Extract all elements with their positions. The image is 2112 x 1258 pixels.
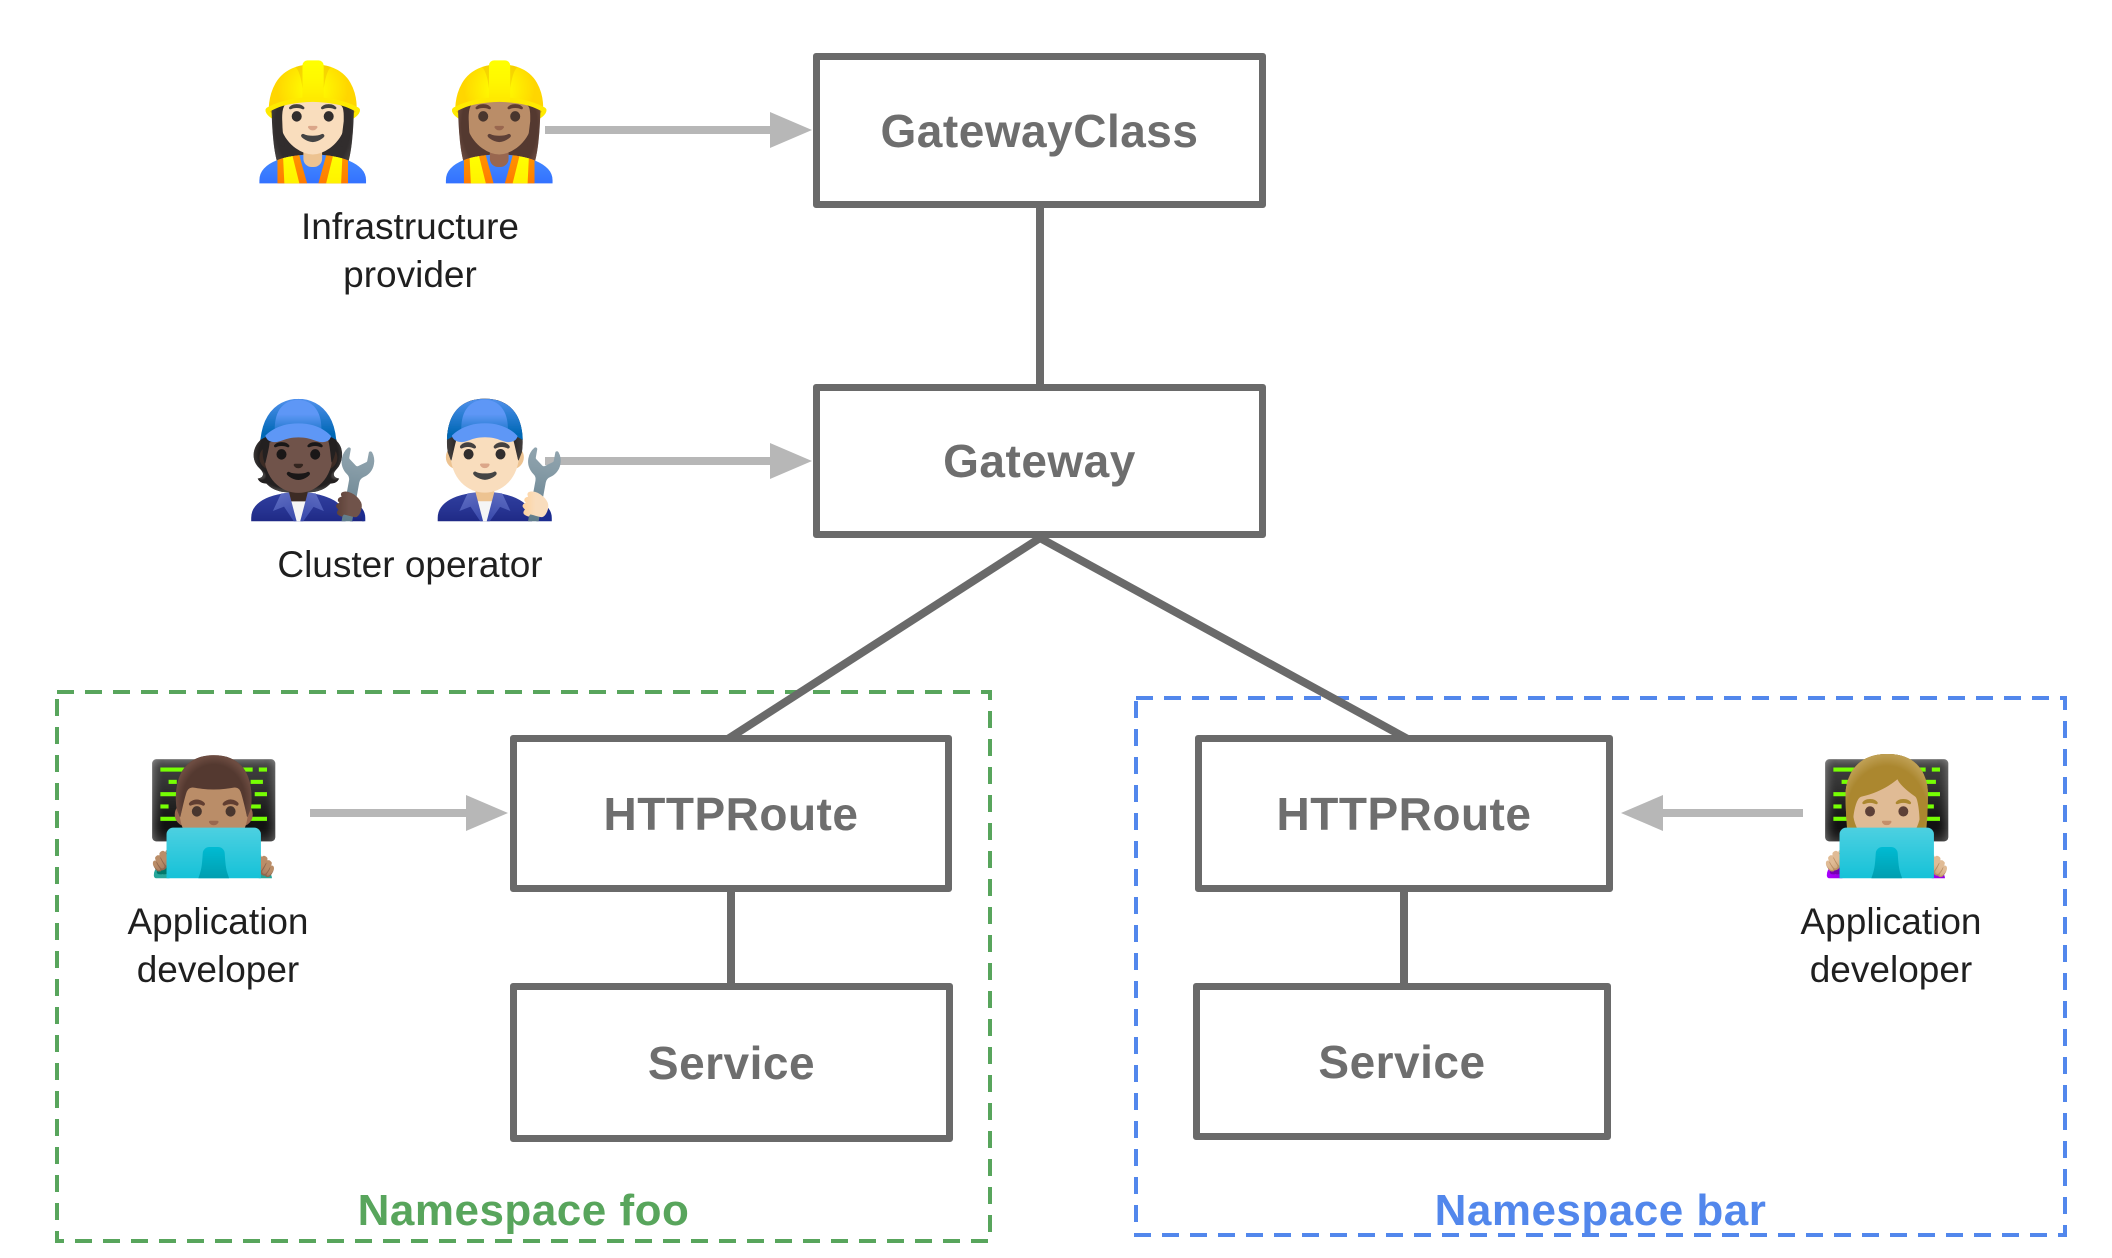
actor-cluster-operator: 🧑🏿‍🔧 👨🏻‍🔧 Cluster operator bbox=[230, 388, 590, 589]
node-service-foo-label: Service bbox=[647, 1036, 816, 1089]
actor-app-developer-bar: 👩🏼‍💻 Application developer bbox=[1741, 745, 2041, 993]
node-httproute-bar-label: HTTPRoute bbox=[1276, 787, 1532, 840]
node-service-bar: Service bbox=[1193, 983, 1611, 1140]
actor-infrastructure-provider-label: Infrastructure provider bbox=[301, 206, 519, 295]
actor-cluster-operator-label: Cluster operator bbox=[277, 544, 543, 586]
actor-app-developer-bar-label: Application developer bbox=[1800, 901, 1982, 990]
node-service-bar-label: Service bbox=[1318, 1035, 1486, 1088]
namespace-bar-label: Namespace bar bbox=[1434, 1186, 1767, 1235]
node-gatewayclass-label: GatewayClass bbox=[880, 104, 1199, 157]
actor-infrastructure-provider: 👷🏻‍♀️ 👷🏽‍♀️ Infrastructure provider bbox=[230, 50, 590, 298]
namespace-foo-label: Namespace foo bbox=[357, 1186, 690, 1235]
connector-gateway-httproute-foo bbox=[725, 532, 1046, 743]
actor-app-developer-foo: 👨🏽‍💻 Application developer bbox=[68, 745, 368, 993]
node-gateway-label: Gateway bbox=[943, 435, 1136, 487]
node-gateway: Gateway bbox=[813, 384, 1266, 538]
actor-app-developer-foo-label: Application developer bbox=[127, 901, 309, 990]
mechanic-icon: 🧑🏿‍🔧 👨🏻‍🔧 bbox=[242, 397, 578, 522]
node-gatewayclass: GatewayClass bbox=[813, 53, 1266, 208]
node-httproute-foo-label: HTTPRoute bbox=[603, 787, 859, 840]
node-httproute-foo: HTTPRoute bbox=[510, 735, 952, 892]
woman-technologist-icon: 👩🏼‍💻 bbox=[1817, 754, 1965, 879]
node-service-foo: Service bbox=[510, 983, 953, 1142]
man-technologist-icon: 👨🏽‍💻 bbox=[144, 754, 292, 879]
node-httproute-bar: HTTPRoute bbox=[1195, 735, 1613, 892]
connector-gateway-httproute-bar bbox=[1034, 532, 1410, 743]
construction-worker-icon: 👷🏻‍♀️ 👷🏽‍♀️ bbox=[242, 59, 578, 184]
